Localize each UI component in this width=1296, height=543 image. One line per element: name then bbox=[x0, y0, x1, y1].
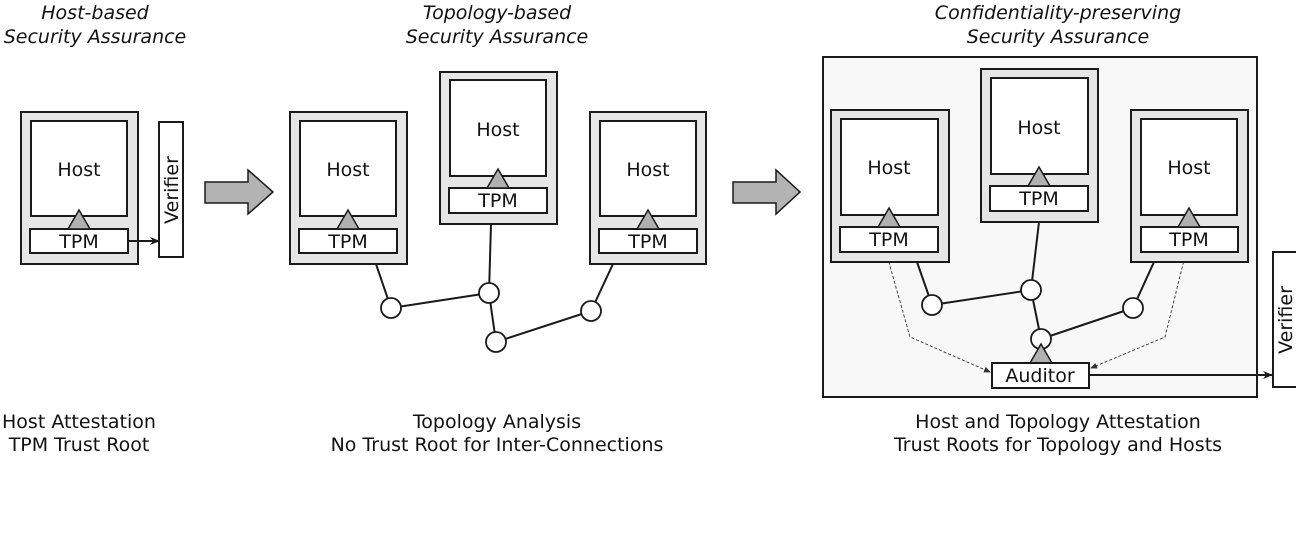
host-label: Host bbox=[326, 159, 369, 181]
panel-confidentiality-preserving: Confidentiality-preserving Security Assu… bbox=[822, 2, 1296, 456]
host-node: Host TPM bbox=[589, 111, 707, 265]
auditor-label: Auditor bbox=[1005, 365, 1074, 387]
panel-2-caption-line-2: No Trust Root for Inter-Connections bbox=[331, 434, 664, 456]
host-node: Host TPM bbox=[439, 71, 558, 225]
host-box bbox=[840, 118, 939, 216]
panel-1-caption-line-1: Host Attestation bbox=[2, 411, 156, 433]
verifier-label: Verifier bbox=[161, 156, 183, 224]
tpm-to-auditor-dashed-arrow bbox=[885, 251, 991, 373]
panel-2-title-line-2: Security Assurance bbox=[406, 26, 589, 48]
trust-root-triangle-icon bbox=[335, 208, 361, 230]
tpm-label: TPM bbox=[1018, 188, 1058, 210]
network-switch-node bbox=[380, 297, 402, 319]
network-switch-node bbox=[1122, 297, 1144, 319]
tpm-to-auditor-dashed-arrow bbox=[1090, 251, 1187, 369]
panel-1-title-line-2: Security Assurance bbox=[4, 26, 187, 48]
network-link bbox=[488, 223, 492, 294]
host-label: Host bbox=[57, 159, 100, 181]
network-link bbox=[1030, 221, 1040, 291]
host-node: Host TPM bbox=[830, 109, 950, 263]
panel-3-title-line-1: Confidentiality-preserving bbox=[935, 2, 1181, 24]
trust-root-triangle-icon bbox=[66, 208, 92, 230]
network-switch-node bbox=[1020, 279, 1042, 301]
tpm-box bbox=[448, 187, 548, 214]
tpm-box bbox=[598, 228, 698, 254]
host-node: Host TPM bbox=[20, 111, 139, 265]
network-switch-node bbox=[580, 300, 602, 322]
network-switch-node bbox=[485, 331, 507, 353]
verifier-label: Verifier bbox=[1275, 286, 1296, 354]
trust-root-triangle-icon bbox=[485, 167, 511, 189]
trust-root-triangle-icon bbox=[1176, 206, 1202, 228]
trust-root-triangle-icon bbox=[876, 206, 902, 228]
network-link bbox=[931, 289, 1032, 306]
panel-1-title-line-1: Host-based bbox=[41, 2, 149, 24]
host-box bbox=[449, 79, 547, 177]
tpm-label: TPM bbox=[327, 231, 367, 253]
network-switch-node bbox=[921, 294, 943, 316]
host-box bbox=[299, 120, 397, 217]
panel-2-title-line-1: Topology-based bbox=[423, 2, 572, 24]
host-node: Host TPM bbox=[289, 111, 408, 265]
host-label: Host bbox=[867, 157, 910, 179]
host-node: Host TPM bbox=[1130, 109, 1249, 263]
panel-host-based: Host-based Security Assurance Host TPM V… bbox=[2, 2, 186, 456]
panel-3-title-line-2: Security Assurance bbox=[967, 26, 1150, 48]
host-box bbox=[30, 120, 128, 217]
host-label: Host bbox=[1017, 117, 1060, 139]
host-label: Host bbox=[1167, 157, 1210, 179]
transition-arrow-icon bbox=[204, 168, 275, 216]
host-label: Host bbox=[476, 119, 519, 141]
panel-3-caption-line-1: Host and Topology Attestation bbox=[915, 411, 1201, 433]
tpm-box bbox=[298, 228, 398, 254]
network-switch-node bbox=[478, 282, 500, 304]
tpm-label: TPM bbox=[627, 231, 667, 253]
network-link bbox=[390, 292, 490, 309]
transition-arrow-icon bbox=[732, 168, 802, 216]
tpm-label: TPM bbox=[1168, 229, 1208, 251]
host-label: Host bbox=[626, 159, 669, 181]
tpm-box bbox=[839, 226, 939, 253]
panel-1-caption-line-2: TPM Trust Root bbox=[8, 434, 150, 456]
network-link bbox=[1040, 307, 1134, 340]
panel-3-caption-line-2: Trust Roots for Topology and Hosts bbox=[893, 434, 1222, 456]
trust-root-triangle-icon bbox=[635, 208, 661, 230]
tpm-label: TPM bbox=[477, 190, 517, 212]
tpm-label: TPM bbox=[868, 229, 908, 251]
panel-2-caption-line-1: Topology Analysis bbox=[412, 411, 581, 433]
host-box bbox=[599, 120, 697, 217]
network-link bbox=[495, 310, 592, 343]
tpm-label: TPM bbox=[58, 231, 98, 253]
panel-topology-based: Topology-based Security Assurance Host T… bbox=[289, 2, 707, 456]
host-box bbox=[990, 77, 1089, 175]
host-node: Host TPM bbox=[980, 68, 1099, 223]
verifier-box bbox=[1272, 251, 1296, 388]
verifier-box bbox=[158, 121, 184, 258]
auditor-box bbox=[991, 362, 1090, 389]
trust-root-triangle-icon bbox=[1026, 165, 1052, 187]
